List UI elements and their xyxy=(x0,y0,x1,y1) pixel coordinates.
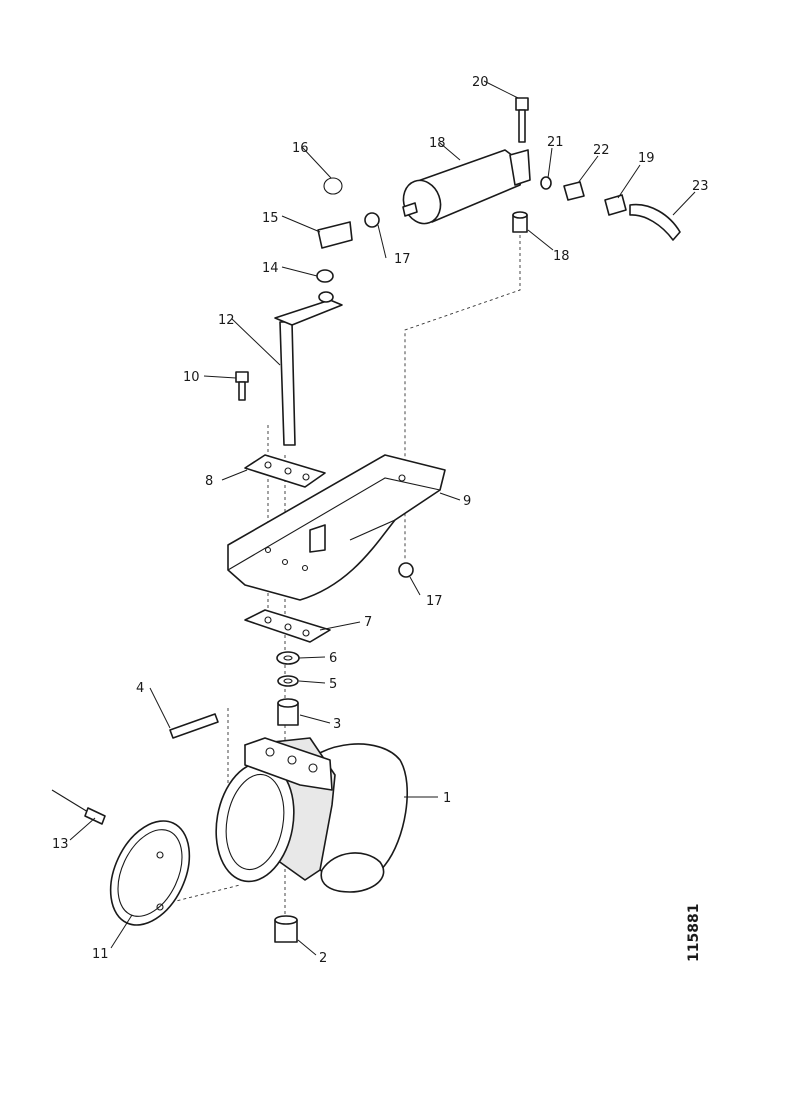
label-part-17-lower: 17 xyxy=(426,594,443,609)
label-part-18-spacer: 18 xyxy=(553,249,570,264)
label-part-14: 14 xyxy=(262,261,279,276)
lever-shaft-part-12 xyxy=(274,291,343,446)
label-part-20: 20 xyxy=(472,75,489,90)
lower-bushing-part-2 xyxy=(274,915,298,943)
label-part-16: 16 xyxy=(292,141,309,156)
label-part-17-upper: 17 xyxy=(394,252,411,267)
label-part-5: 5 xyxy=(329,677,337,692)
label-part-13: 13 xyxy=(52,837,69,852)
label-part-6: 6 xyxy=(329,651,337,666)
clevis-part-15 xyxy=(317,221,353,249)
hose-part-23 xyxy=(629,203,681,241)
mounting-bracket-part-9 xyxy=(227,454,446,601)
circlip-part-16 xyxy=(323,177,343,195)
label-part-8: 8 xyxy=(205,474,213,489)
label-part-18-cylinder: 18 xyxy=(429,136,446,151)
fitting-part-22 xyxy=(563,181,585,201)
label-part-11: 11 xyxy=(92,947,109,962)
nut-part-14 xyxy=(316,269,334,283)
label-part-12: 12 xyxy=(218,313,235,328)
label-part-22: 22 xyxy=(593,143,610,158)
pin-part-4 xyxy=(169,713,219,739)
nut-part-17-lower xyxy=(398,562,414,578)
lower-plate-part-7 xyxy=(244,609,331,643)
part-number-labels: 1 2 3 4 5 6 7 8 9 10 11 12 13 14 15 16 1… xyxy=(52,75,709,966)
figure-reference-number: 115881 xyxy=(686,904,702,962)
label-part-23: 23 xyxy=(692,179,709,194)
toothed-washer-part-6 xyxy=(276,651,300,665)
label-part-4: 4 xyxy=(136,681,144,696)
valve-housing-part-1 xyxy=(215,737,408,893)
label-part-3: 3 xyxy=(333,717,341,732)
label-part-19: 19 xyxy=(638,151,655,166)
washer-part-5 xyxy=(277,675,299,687)
label-part-7: 7 xyxy=(364,615,372,630)
bolt-part-20 xyxy=(515,97,529,143)
label-part-15: 15 xyxy=(262,211,279,226)
bolt-part-10 xyxy=(235,371,249,401)
air-cylinder-part-18 xyxy=(402,149,531,225)
washer-part-21 xyxy=(540,176,552,190)
label-part-2: 2 xyxy=(319,951,327,966)
nut-part-17-upper xyxy=(364,212,380,228)
connector-part-19 xyxy=(604,194,627,216)
label-part-1: 1 xyxy=(443,791,451,806)
upper-bushing-part-3 xyxy=(277,698,299,726)
label-part-9: 9 xyxy=(463,494,471,509)
upper-plate-part-8 xyxy=(244,454,326,488)
cover-plate-part-11 xyxy=(109,820,191,926)
spacer-part-18 xyxy=(512,211,528,233)
label-part-21: 21 xyxy=(547,135,564,150)
leader-lines xyxy=(69,80,696,956)
label-part-10: 10 xyxy=(183,370,200,385)
sensor-part-13 xyxy=(51,789,106,825)
